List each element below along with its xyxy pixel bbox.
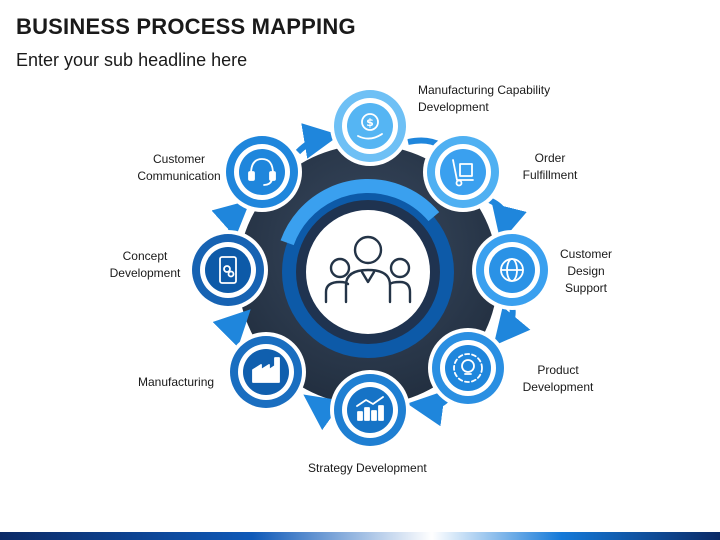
process-nodes: $ bbox=[188, 86, 552, 450]
page-title: BUSINESS PROCESS MAPPING bbox=[16, 14, 356, 39]
process-node-3[interactable] bbox=[472, 230, 552, 310]
process-node-6[interactable] bbox=[226, 332, 306, 412]
tablet-gear-icon bbox=[219, 256, 237, 284]
process-node-7[interactable] bbox=[188, 230, 268, 310]
page-subtitle: Enter your sub headline here bbox=[16, 50, 248, 70]
bottom-accent-bar bbox=[0, 532, 720, 540]
process-node-4[interactable] bbox=[428, 328, 508, 408]
process-node-2[interactable] bbox=[423, 132, 503, 212]
step-label-6: Manufacturing bbox=[138, 375, 215, 389]
node-icon-disc bbox=[440, 149, 486, 195]
svg-text:$: $ bbox=[366, 116, 374, 129]
factory-icon bbox=[252, 357, 280, 383]
arrow-7-8 bbox=[211, 200, 251, 238]
process-node-8[interactable] bbox=[222, 132, 302, 212]
node-icon-disc bbox=[205, 247, 251, 293]
arrow-8-1 bbox=[295, 123, 340, 159]
lightbulb-gear-icon bbox=[453, 353, 483, 383]
arrow-6-7 bbox=[212, 309, 251, 348]
step-label-5: Strategy Development bbox=[308, 461, 427, 475]
node-icon-disc bbox=[239, 149, 285, 195]
headset-icon bbox=[248, 158, 276, 186]
globe-gear-icon bbox=[500, 258, 524, 282]
money-gear-hand-icon: $ bbox=[357, 113, 383, 140]
process-node-1[interactable]: $ bbox=[330, 86, 410, 166]
team-people-icon bbox=[324, 235, 412, 304]
node-icon-disc bbox=[347, 103, 393, 149]
node-icon-disc bbox=[445, 345, 491, 391]
center-ring bbox=[275, 179, 462, 366]
hand-truck-icon bbox=[452, 159, 474, 187]
chart-arrow-icon bbox=[356, 396, 384, 421]
process-node-5[interactable] bbox=[330, 370, 410, 450]
node-icon-disc bbox=[347, 387, 393, 433]
